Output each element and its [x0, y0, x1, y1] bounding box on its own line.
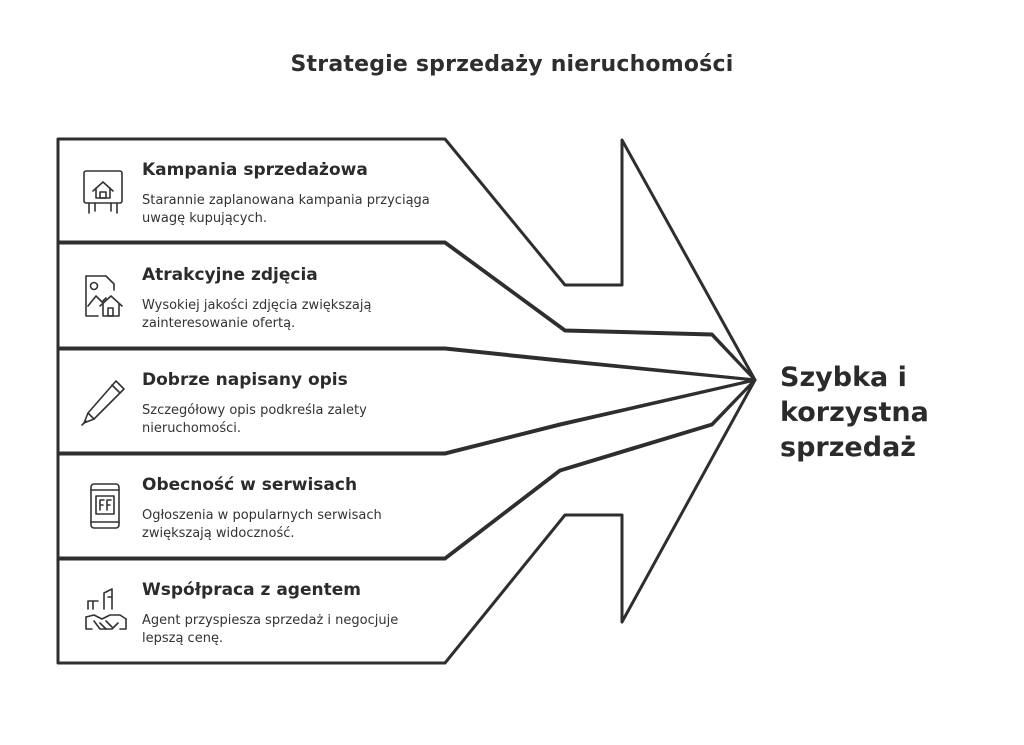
item-2-title: Atrakcyjne zdjęcia — [142, 265, 318, 285]
billboard-house-icon — [83, 170, 123, 214]
item-3-title: Dobrze napisany opis — [142, 370, 348, 390]
outcome-label: Szybka i korzystna sprzedaż — [780, 360, 1000, 465]
outcome-line-2: korzystna — [780, 397, 929, 428]
outcome-line-1: Szybka i — [780, 362, 907, 393]
diagram-title: Strategie sprzedaży nieruchomości — [290, 52, 734, 77]
outcome-line-3: sprzedaż — [780, 432, 917, 463]
pen-icon — [81, 380, 125, 426]
band-5 — [56, 378, 757, 665]
item-2-description: Wysokiej jakości zdjęcia zwiększają zain… — [142, 298, 372, 331]
item-1-description: Starannie zaplanowana kampania przyciąga… — [142, 193, 430, 226]
mobile-listing-icon — [90, 483, 120, 529]
item-5-description: Agent przyspiesza sprzedaż i negocjuje l… — [142, 613, 399, 646]
item-3-description: Szczegółowy opis podkreśla zalety nieruc… — [142, 403, 367, 436]
item-4-description: Ogłoszenia w popularnych serwisach zwięk… — [142, 508, 382, 541]
handshake-icon — [85, 588, 127, 630]
item-4-title: Obecność w serwisach — [142, 475, 358, 495]
item-1-title: Kampania sprzedażowa — [142, 160, 368, 180]
photo-house-icon — [85, 275, 123, 317]
item-5-title: Współpraca z agentem — [142, 580, 361, 600]
